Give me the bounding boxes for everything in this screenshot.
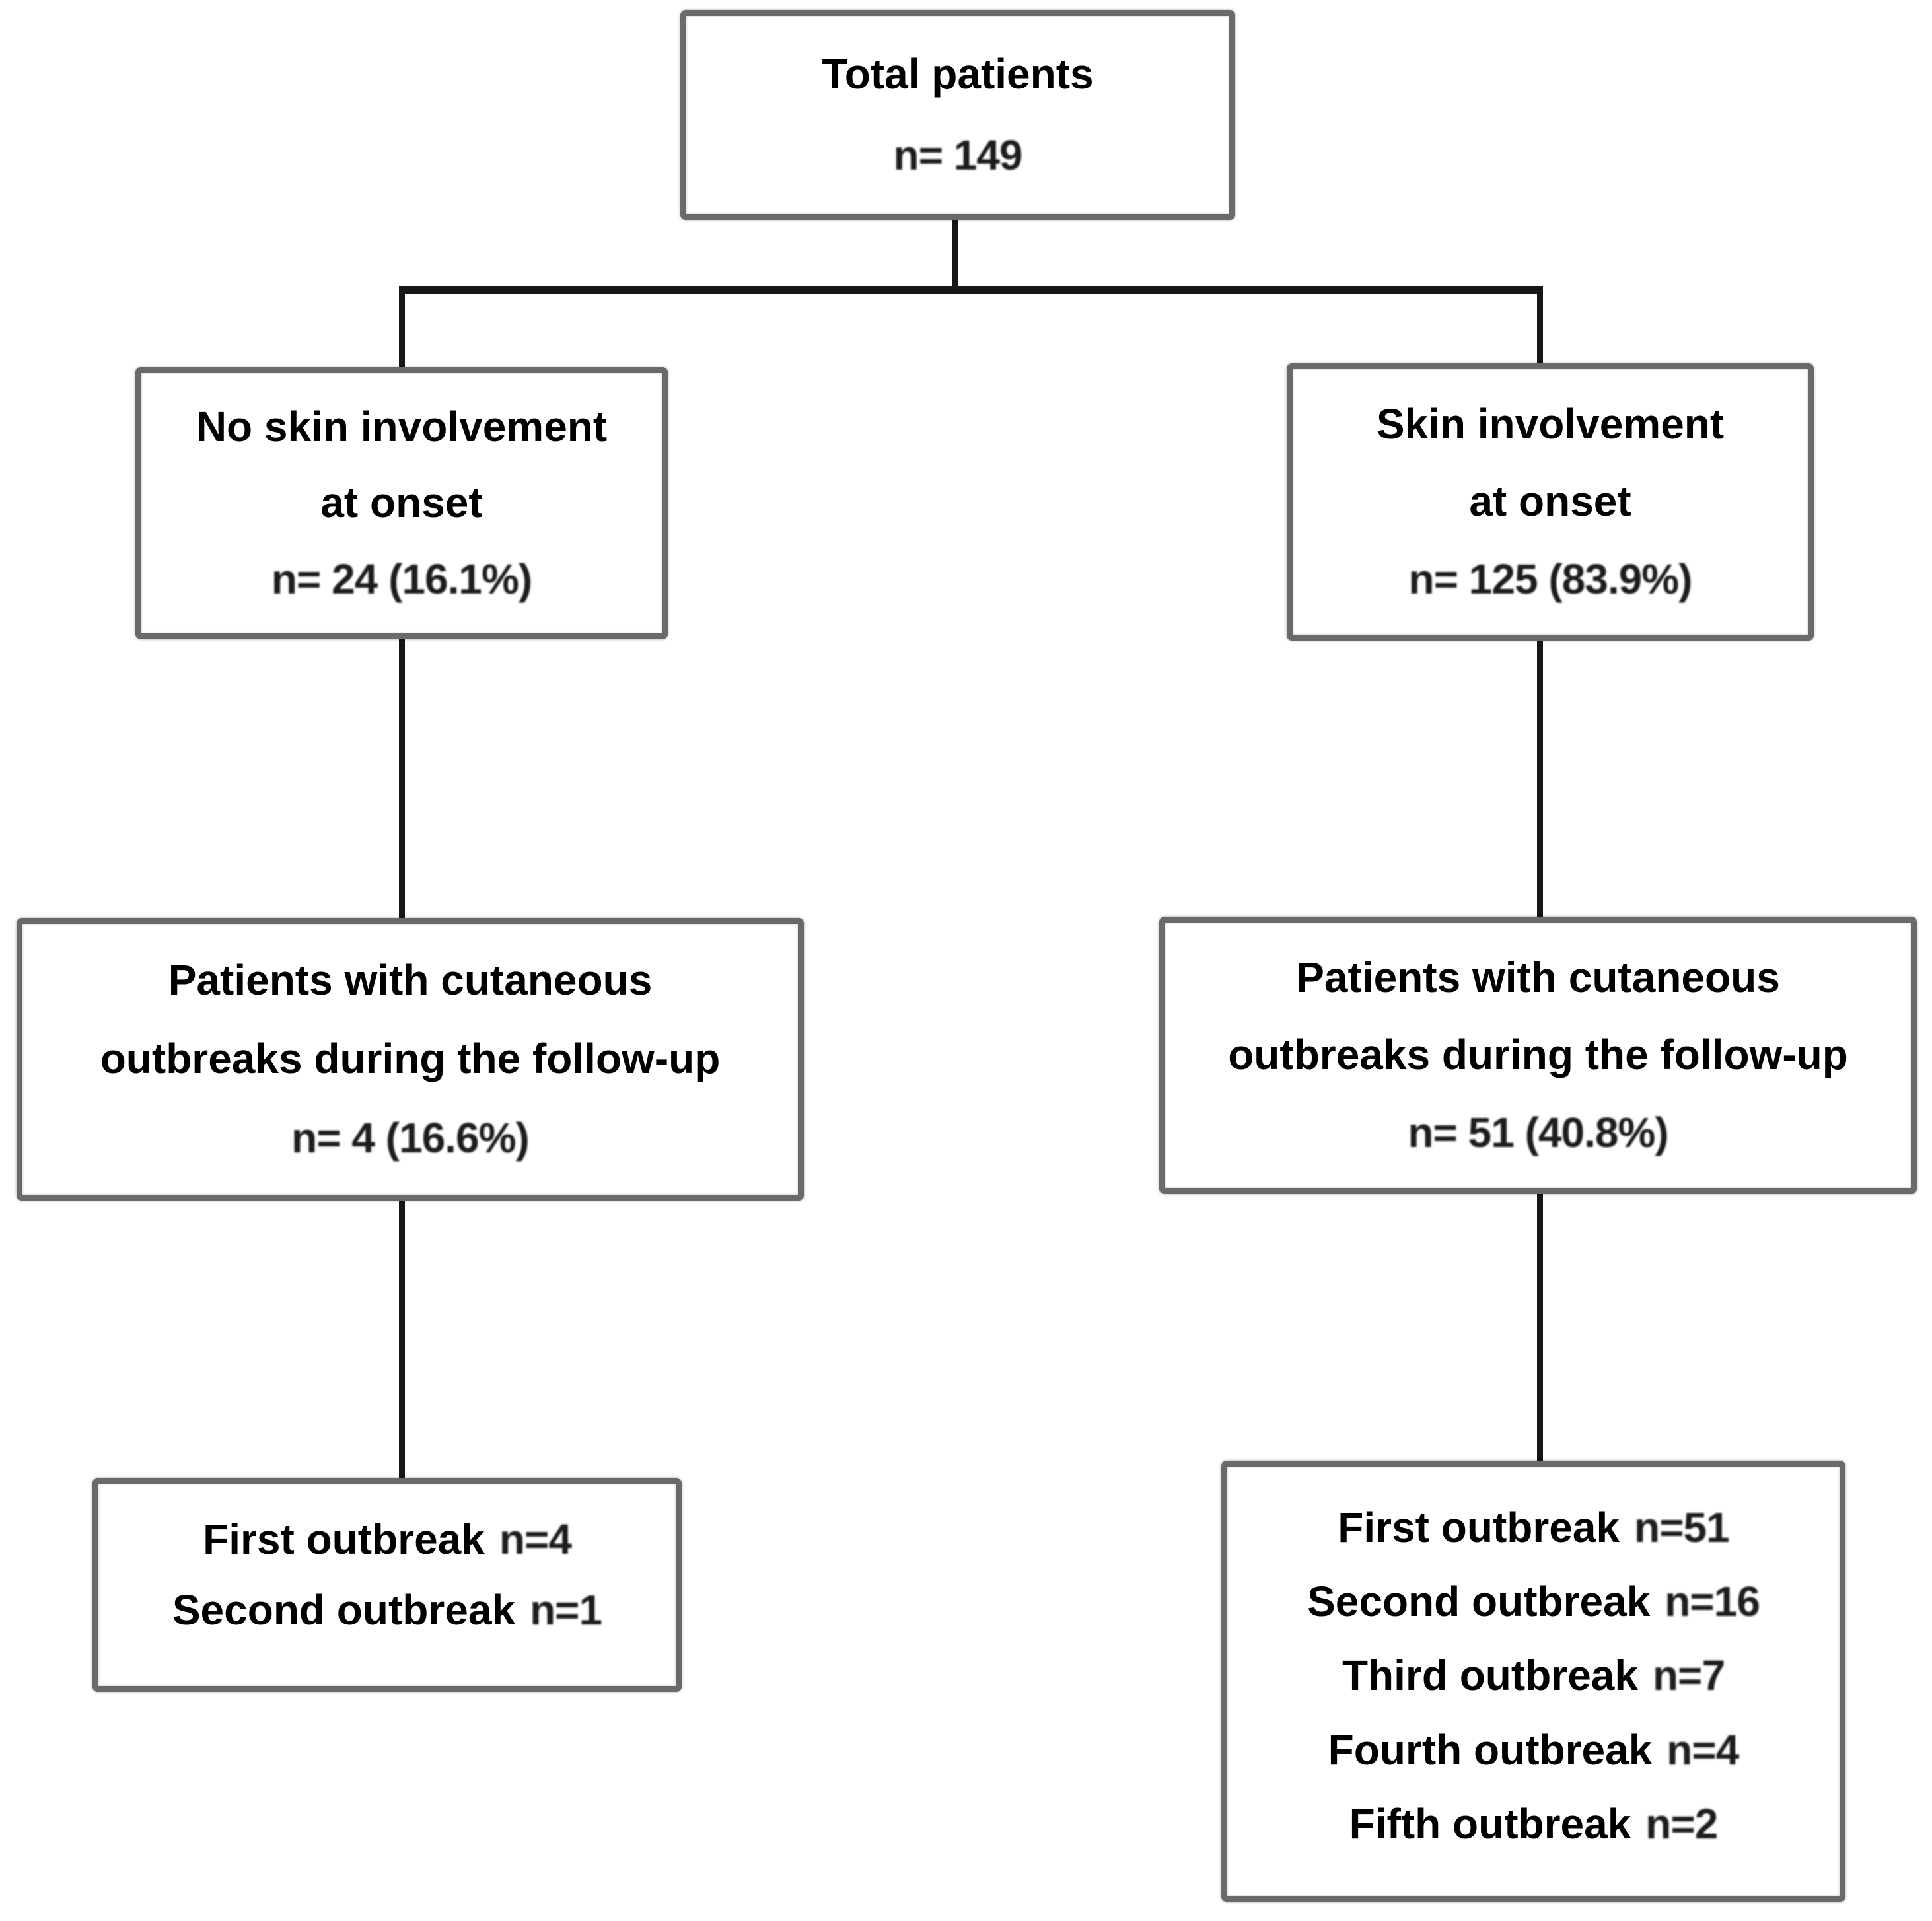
no-skin-followup-line2: outbreaks during the follow-up <box>100 1035 721 1083</box>
outbreak-value: n=1 <box>530 1586 602 1634</box>
skin-title-line2: at onset <box>1469 477 1631 526</box>
no-skin-outbreak-breakdown-box: First outbreak n=4 Second outbreak n=1 <box>92 1478 682 1692</box>
no-skin-title-line1: No skin involvement <box>196 403 608 451</box>
outbreak-row: Second outbreak n=1 <box>172 1588 602 1632</box>
connector-right-mid-line <box>1537 638 1543 919</box>
outbreak-label: Fourth outbreak <box>1328 1726 1653 1774</box>
outbreak-label: Fifth outbreak <box>1349 1799 1631 1848</box>
no-skin-followup-outbreaks-box: Patients with cutaneous outbreaks during… <box>17 918 804 1201</box>
skin-followup-count: n= 51 (40.8%) <box>1408 1108 1668 1156</box>
skin-followup-outbreaks-box: Patients with cutaneous outbreaks during… <box>1159 917 1917 1194</box>
outbreak-label: Second outbreak <box>1307 1578 1651 1626</box>
skin-involvement-box: Skin involvement at onset n= 125 (83.9%) <box>1287 363 1814 641</box>
outbreak-value: n=4 <box>1666 1726 1739 1774</box>
connector-total-stem-line <box>952 219 958 293</box>
no-skin-involvement-box: No skin involvement at onset n= 24 (16.1… <box>135 367 668 639</box>
outbreak-value: n=4 <box>499 1515 572 1563</box>
outbreak-value: n=51 <box>1634 1504 1730 1551</box>
connector-left-mid-line <box>399 638 405 921</box>
total-patients-title: Total patients <box>822 50 1094 98</box>
outbreak-value: n=16 <box>1664 1578 1760 1626</box>
connector-left-branch-line <box>399 286 405 370</box>
outbreak-value: n=2 <box>1645 1799 1718 1848</box>
total-patients-box: Total patients n= 149 <box>680 10 1235 220</box>
no-skin-followup-count: n= 4 (16.6%) <box>291 1113 530 1162</box>
outbreak-label: Second outbreak <box>172 1586 516 1634</box>
outbreak-row: Second outbreak n=16 <box>1307 1578 1760 1626</box>
total-patients-count: n= 149 <box>893 131 1022 179</box>
connector-left-lower-line <box>399 1199 405 1481</box>
skin-followup-line2: outbreaks during the follow-up <box>1228 1031 1848 1079</box>
outbreak-row: First outbreak n=4 <box>203 1515 572 1563</box>
outbreak-label: Third outbreak <box>1342 1652 1638 1700</box>
skin-followup-line1: Patients with cutaneous <box>1296 954 1780 1002</box>
no-skin-count: n= 24 (16.1%) <box>271 555 532 603</box>
outbreak-value: n=7 <box>1652 1652 1725 1700</box>
no-skin-title-line2: at onset <box>320 479 483 527</box>
connector-right-branch-line <box>1537 286 1543 366</box>
skin-count: n= 125 (83.9%) <box>1408 555 1693 603</box>
outbreak-row: Fourth outbreak n=4 <box>1328 1726 1740 1774</box>
outbreak-row: Third outbreak n=7 <box>1342 1654 1725 1698</box>
outbreak-row: Fifth outbreak n=2 <box>1349 1799 1719 1848</box>
outbreak-row: First outbreak n=51 <box>1338 1504 1730 1551</box>
connector-right-lower-line <box>1537 1193 1543 1463</box>
skin-outbreak-breakdown-box: First outbreak n=51 Second outbreak n=16… <box>1221 1461 1845 1902</box>
outbreak-label: First outbreak <box>1338 1504 1620 1551</box>
no-skin-followup-line1: Patients with cutaneous <box>168 956 653 1004</box>
connector-branch-horizontal-line <box>399 286 1543 294</box>
skin-title-line1: Skin involvement <box>1376 400 1725 448</box>
outbreak-label: First outbreak <box>203 1515 485 1563</box>
